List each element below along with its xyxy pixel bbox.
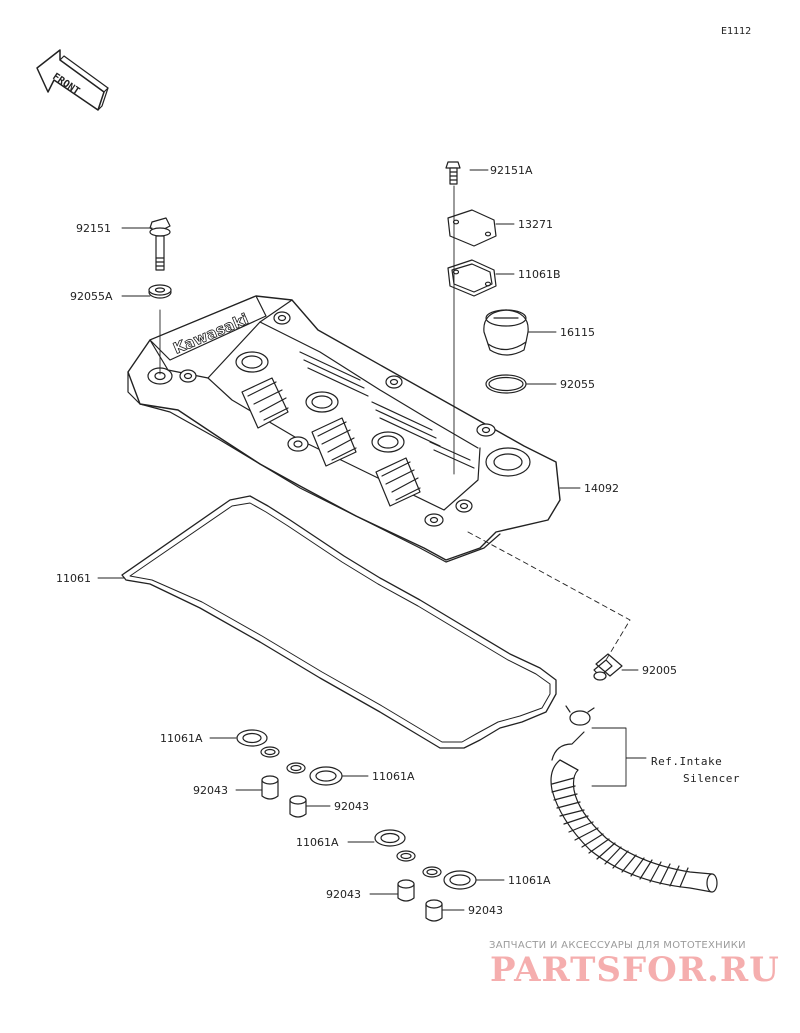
part-label[interactable]: 92055	[560, 378, 595, 391]
part-label[interactable]: 14092	[584, 482, 619, 495]
part-label[interactable]: 16115	[560, 326, 595, 339]
bolt-92151	[149, 217, 171, 271]
part-label[interactable]: 92151A	[490, 164, 533, 177]
grommet-set-3	[374, 829, 416, 902]
bolt-92151A	[445, 161, 461, 185]
washer-92055A	[148, 284, 172, 299]
reference-note-line2: Silencer	[683, 772, 740, 785]
gasket-11061B	[447, 259, 497, 297]
part-label[interactable]: 92005	[642, 664, 677, 677]
part-label[interactable]: 11061	[56, 572, 91, 585]
reference-note: Ref.Intake Silencer	[651, 753, 740, 787]
watermark-tagline: ЗАПЧАСТИ И АКСЕССУАРЫ ДЛЯ МОТОТЕХНИКИ	[489, 940, 746, 951]
part-label[interactable]: 11061A	[508, 874, 551, 887]
part-label[interactable]: 92055A	[70, 290, 113, 303]
leader-lines	[97, 169, 647, 911]
cover-gasket	[121, 495, 557, 749]
hose-clamp	[565, 705, 595, 726]
valve-cover	[127, 295, 561, 563]
part-label[interactable]: 92043	[334, 800, 369, 813]
part-label[interactable]: 92043	[193, 784, 228, 797]
part-label[interactable]: 92151	[76, 222, 111, 235]
oil-cap-16115	[483, 309, 529, 356]
reference-note-line1: Ref.Intake	[651, 755, 723, 768]
part-label[interactable]: 92043	[468, 904, 503, 917]
part-label[interactable]: 11061A	[296, 836, 339, 849]
plate-13271	[447, 209, 497, 247]
part-label[interactable]: 11061A	[160, 732, 203, 745]
breather-hose	[550, 731, 718, 893]
diagram-code: E1112	[721, 26, 752, 37]
part-label[interactable]: 11061B	[518, 268, 561, 281]
part-label[interactable]: 92043	[326, 888, 361, 901]
part-label[interactable]: 11061A	[372, 770, 415, 783]
grommet-set-1	[236, 729, 280, 800]
front-arrow-icon: FRONT	[36, 49, 109, 111]
fitting-92005	[593, 653, 623, 681]
watermark-site: PARTSFOR.RU	[490, 950, 780, 990]
part-label[interactable]: 13271	[518, 218, 553, 231]
grommet-set-4	[422, 866, 477, 922]
